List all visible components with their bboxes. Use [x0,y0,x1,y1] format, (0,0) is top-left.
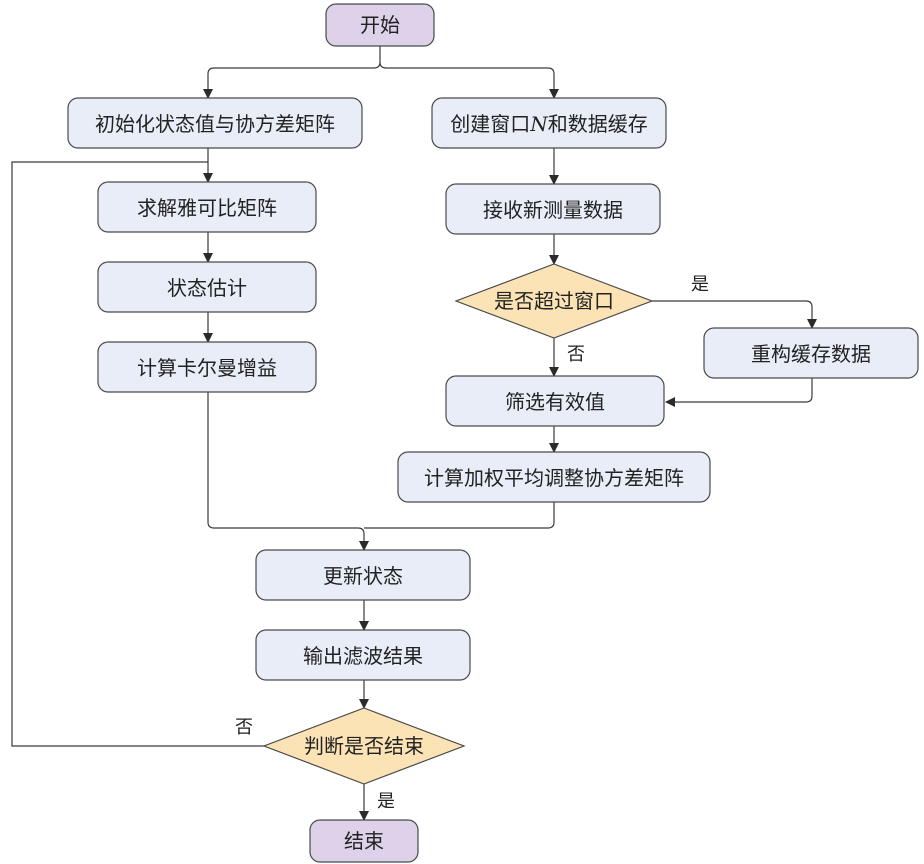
edge-start-split [203,46,381,99]
edge-label-exceed-no: 否 [567,344,585,365]
node-init-label: 初始化状态值与协方差矩阵 [95,112,335,136]
node-weighted-avg-label: 计算加权平均调整协方差矩阵 [424,466,684,490]
edge-label-end-no: 否 [235,717,253,738]
node-rebuild-label: 重构缓存数据 [751,342,871,366]
node-create-window-label: 创建窗口N和数据缓存 [450,112,648,136]
node-start: 开始 [325,3,435,47]
node-estimate-label: 状态估计 [167,276,247,300]
node-create-window: 创建窗口N和数据缓存 [431,97,667,149]
node-jacobian-label: 求解雅可比矩阵 [137,196,277,220]
node-start-label: 开始 [360,13,400,37]
node-weighted-avg: 计算加权平均调整协方差矩阵 [397,451,711,503]
edge-rebuild-filter [665,378,813,407]
node-receive-label: 接收新测量数据 [483,198,623,222]
edge-label-exceed-yes: 是 [691,274,709,295]
node-filter-valid-label: 筛选有效值 [505,390,605,414]
node-judge-end: 判断是否结束 [262,707,466,785]
edge-kalman-merge [207,392,369,551]
edge-loop-back [11,161,264,747]
edge-label-end-yes: 是 [377,791,395,812]
node-rebuild: 重构缓存数据 [703,327,919,379]
node-end: 结束 [309,819,419,863]
node-jacobian: 求解雅可比矩阵 [97,181,317,233]
node-update-state-label: 更新状态 [323,564,403,588]
node-estimate: 状态估计 [97,261,317,313]
node-kalman-gain: 计算卡尔曼增益 [97,341,317,393]
node-exceed-window-label: 是否超过窗口 [494,289,614,313]
node-filter-valid: 筛选有效值 [445,375,665,427]
node-end-label: 结束 [344,829,384,853]
node-judge-end-label: 判断是否结束 [304,734,424,758]
node-kalman-gain-label: 计算卡尔曼增益 [137,356,277,380]
node-receive: 接收新测量数据 [445,183,661,235]
node-exceed-window: 是否超过窗口 [454,263,654,339]
node-update-state: 更新状态 [255,549,471,601]
edge-weighted-merge [364,502,555,529]
edge-exceed-rebuild [652,300,817,329]
node-init: 初始化状态值与协方差矩阵 [67,97,363,149]
node-output-label: 输出滤波结果 [303,644,423,668]
edge-start-right [379,61,559,99]
node-output: 输出滤波结果 [255,629,471,681]
